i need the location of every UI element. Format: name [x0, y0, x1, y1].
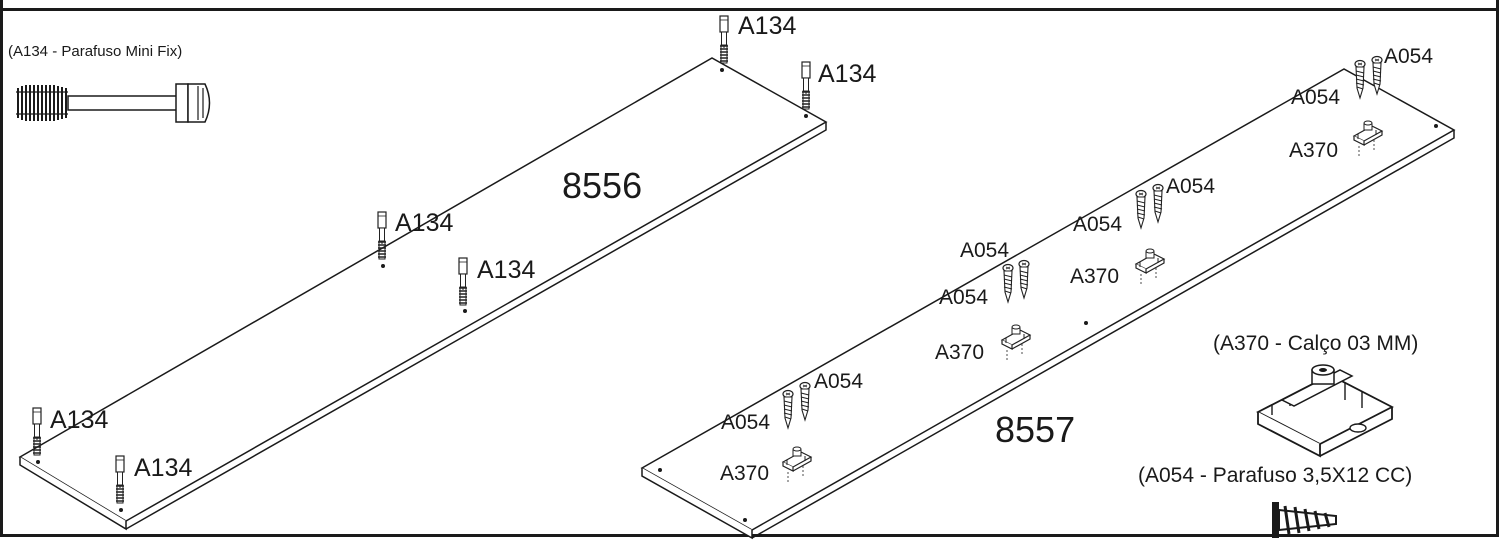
a134-label: A134 [738, 12, 797, 40]
a134-label: A134 [818, 60, 877, 88]
minifix-legend-label: (A134 - Parafuso Mini Fix) [8, 43, 183, 60]
shim-legend-icon [1256, 364, 1394, 458]
a054-label: A054 [814, 370, 864, 393]
panel-code-8557: 8557 [995, 409, 1076, 450]
screw-legend-icon [1272, 502, 1337, 538]
minifix-icon [719, 15, 729, 64]
a370-label: A370 [1070, 265, 1120, 288]
a370-label: A370 [720, 462, 770, 485]
a134-label: A134 [50, 406, 109, 434]
panel-8557 [640, 68, 1456, 540]
a054-label: A054 [1166, 175, 1216, 198]
a054-label: A054 [1073, 213, 1123, 236]
shim-legend-label: (A370 - Calço 03 MM) [1213, 332, 1419, 355]
a054-label: A054 [1384, 45, 1434, 68]
a054-label: A054 [1291, 86, 1341, 109]
minifix-icon [801, 61, 811, 110]
a134-label: A134 [477, 256, 536, 284]
panel-8556 [18, 57, 828, 531]
a054-label: A054 [960, 239, 1010, 262]
panel-code-8556: 8556 [562, 165, 643, 206]
minifix-legend-icon [16, 83, 211, 123]
screw-legend-label: (A054 - Parafuso 3,5X12 CC) [1138, 464, 1413, 487]
a370-label: A370 [935, 341, 985, 364]
header-rule [0, 8, 1499, 11]
a134-label: A134 [395, 209, 454, 237]
a134-label: A134 [134, 454, 193, 482]
a370-label: A370 [1289, 139, 1339, 162]
a054-label: A054 [939, 286, 989, 309]
a054-label: A054 [721, 411, 771, 434]
